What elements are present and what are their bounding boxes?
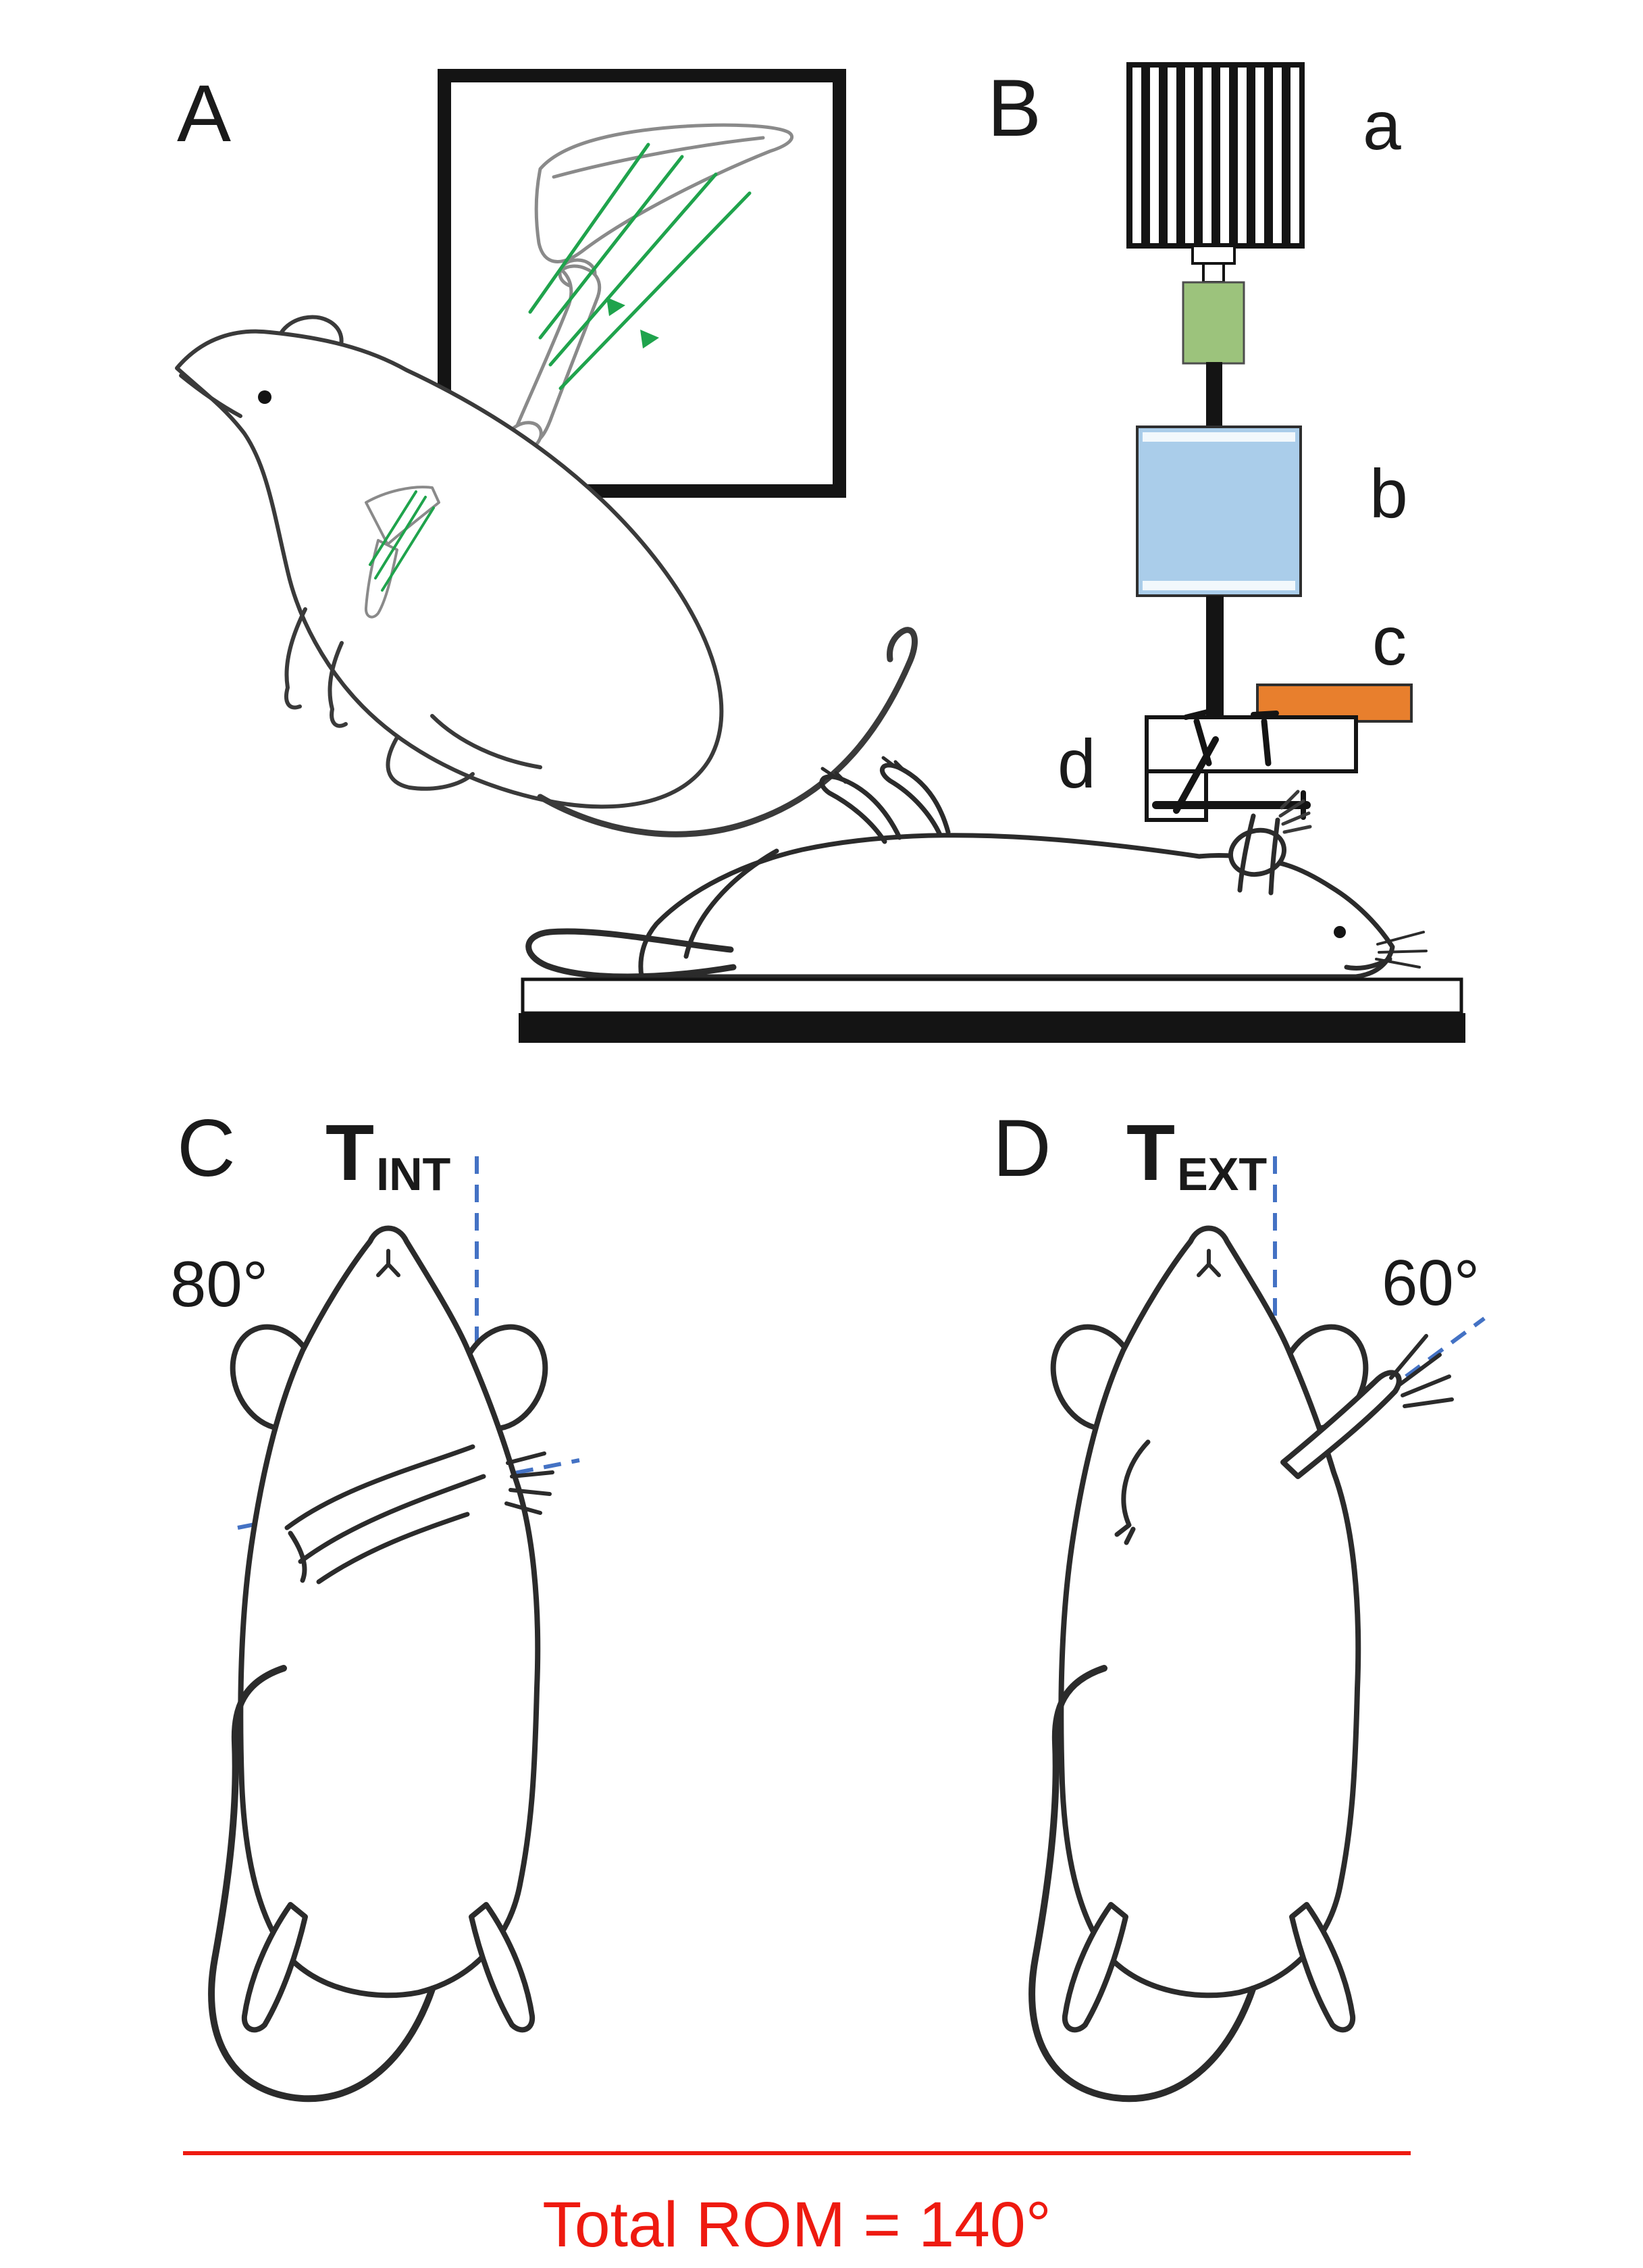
panel-d-label: D (993, 1103, 1051, 1193)
rat-tail (525, 928, 737, 980)
panel-b-label: B (987, 63, 1042, 153)
rat-foreleg-raised (1237, 813, 1280, 896)
clamp-bolt-head (1251, 711, 1279, 717)
external-rotation-angle: 60° (1382, 1247, 1480, 1319)
muscle-fiber-line (528, 143, 650, 314)
mouse-hind-foot (469, 1902, 536, 2033)
external-torque-label: TEXT (1126, 1113, 1267, 1197)
muscle-fiber-line (548, 172, 718, 367)
muscle-fiber-line (538, 155, 684, 340)
clamp-bolt (1261, 718, 1272, 767)
scapula-outline (534, 123, 794, 263)
torque-subscript: EXT (1177, 1148, 1268, 1201)
drive-shaft-upper (1206, 362, 1222, 428)
mini-fiber-line (369, 490, 417, 566)
forepaw-digits (504, 1451, 554, 1515)
paw-stroke (1278, 799, 1305, 818)
mouse-top-view-external (1028, 1225, 1454, 2103)
mouse-hind-foot (241, 1902, 308, 2033)
fiber-arrowhead (640, 330, 659, 349)
muscle-fiber-line (558, 191, 752, 390)
flexible-coupler-block (1182, 281, 1245, 365)
mini-scapula (365, 486, 440, 546)
rat-supine-drawing (525, 756, 1428, 980)
rat-forepaw-in-clamp (1278, 790, 1312, 834)
mini-fiber-line (374, 496, 427, 579)
forelimb-stroke (298, 1474, 486, 1564)
sensor-top-band (1143, 432, 1295, 442)
paw-stroke (1281, 811, 1311, 826)
torque-symbol: T (325, 1108, 375, 1197)
forelimb-stroke (316, 1512, 470, 1584)
clamp-bolt-head (1183, 709, 1210, 720)
fiber-arrowhead (606, 297, 625, 316)
folded-forelimb (1114, 1439, 1151, 1545)
torque-sensor-box (1136, 426, 1302, 597)
shaft-adapter (1202, 262, 1225, 284)
rat-hind-foot (880, 763, 951, 837)
mouse-nose-mark (1197, 1249, 1221, 1277)
scapula-spine-line (552, 136, 765, 179)
panel-d-arm-angle-line (1222, 1316, 1486, 1514)
motor-shaft-collar (1191, 244, 1236, 265)
test-table-top (521, 977, 1463, 1015)
mouse-hind-foot (1289, 1902, 1356, 2033)
mouse-body-outline (175, 329, 724, 809)
arm-clamp-assembly (1145, 709, 1358, 834)
panel-a-drawing (175, 69, 918, 837)
rat-eye (1334, 926, 1346, 938)
mouse-eye (258, 390, 271, 404)
mouse-body-outline (238, 1225, 541, 1999)
forelimb-stroke (288, 1530, 307, 1583)
mouse-tail (1028, 1665, 1256, 2103)
internal-torque-label: TINT (325, 1113, 450, 1197)
mouse-thigh-line (430, 714, 542, 769)
mouse-tail (208, 1665, 436, 2103)
clamp-part-label: d (1058, 725, 1096, 802)
muscle-fiber-arrowheads (606, 297, 659, 349)
platform-part-label: c (1372, 602, 1407, 679)
muscle-fibers-inset (528, 143, 752, 390)
stepper-motor-icon (1126, 62, 1305, 249)
internal-rotation-angle: 80° (170, 1248, 269, 1320)
test-table-base (519, 1013, 1465, 1043)
mouse-hind-foot (386, 736, 475, 791)
rat-toes (820, 756, 907, 784)
mouse-front-leg (328, 641, 348, 728)
panel-b-apparatus (519, 62, 1465, 1043)
mouse-chin-line (179, 373, 242, 418)
mouse-side-view-drawing (175, 315, 918, 837)
forepaw-digits (1389, 1334, 1454, 1408)
mouse-body-outline (1058, 1225, 1361, 1999)
mouse-top-view-internal (208, 1225, 554, 2103)
sensor-bottom-band (1143, 581, 1295, 590)
forelimb-outline (1280, 1370, 1402, 1479)
mouse-nose-mark (376, 1249, 400, 1277)
crossed-forelimbs (284, 1444, 554, 1584)
mouse-shoulder-fibers (369, 490, 435, 592)
mini-fiber-line (381, 507, 435, 592)
actuator-part-label: b (1370, 455, 1408, 532)
clamp-body (1145, 715, 1358, 773)
panel-a-label: A (177, 68, 232, 159)
motor-part-label: a (1363, 87, 1401, 164)
forelimb-stroke (284, 1444, 475, 1530)
rat-hind-foot (819, 774, 902, 844)
drive-shaft-lower (1206, 596, 1224, 719)
total-rom-caption: Total ROM = 140° (542, 2189, 1051, 2261)
torque-subscript: INT (376, 1148, 451, 1201)
clamp-lever (1173, 736, 1219, 814)
rat-mouth-line (1344, 956, 1392, 971)
extended-forelimb (1114, 1334, 1454, 1545)
mouse-hind-foot (1062, 1902, 1128, 2033)
paw-stroke (1282, 825, 1312, 834)
panel-c-label: C (177, 1103, 236, 1193)
paw-stroke (1280, 790, 1300, 810)
mouse-front-leg (284, 607, 307, 710)
mouse-tail (537, 627, 918, 837)
torque-symbol: T (1126, 1108, 1176, 1197)
